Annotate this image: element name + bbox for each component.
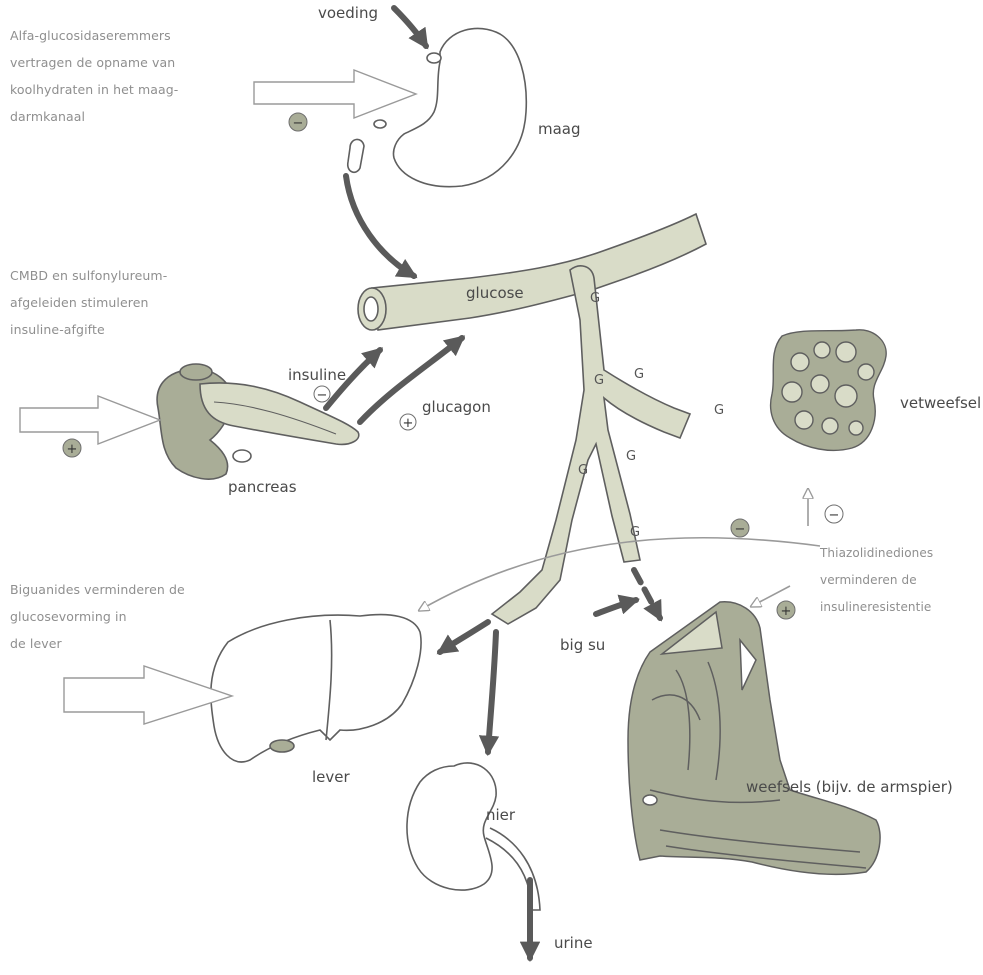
label-urine: urine: [554, 934, 593, 952]
sign-muscle-plus: +: [777, 601, 795, 619]
label-nier: nier: [486, 806, 515, 824]
liver-shape: [211, 615, 421, 762]
kidney-shape: [407, 763, 540, 910]
label-glucose: glucose: [466, 284, 524, 302]
svg-text:−: −: [735, 522, 746, 537]
note-thiazolidinediones: Thiazolidinediones verminderen de insuli…: [820, 540, 933, 621]
label-lever: lever: [312, 768, 350, 786]
note-alpha-glucosidase: Alfa-glucosidaseremmers vertragen de opn…: [10, 22, 178, 130]
sign-glucagon-plus: +: [400, 414, 416, 431]
label-maag: maag: [538, 120, 581, 138]
label-vetweefsel: vetweefsel: [900, 394, 981, 412]
label-weefsels: weefsels (bijv. de armspier): [746, 778, 953, 796]
sign-insuline-minus: −: [314, 386, 330, 403]
sign-arc-minus: −: [731, 519, 749, 537]
sign-alpha-minus: −: [289, 113, 307, 131]
g-marker-4: G: [714, 403, 724, 418]
g-marker-7: G: [630, 525, 640, 540]
label-glucagon: glucagon: [422, 398, 491, 416]
svg-text:−: −: [317, 388, 328, 403]
svg-text:−: −: [829, 508, 840, 523]
label-insuline: insuline: [288, 366, 346, 384]
g-marker-6: G: [626, 449, 636, 464]
label-voeding: voeding: [318, 4, 378, 22]
arm-muscle-shape: [628, 602, 880, 875]
label-big-su: big su: [560, 636, 605, 654]
note-cmbd-sulfonylurea: CMBD en sulfonylureum- afgeleiden stimul…: [10, 262, 167, 343]
sign-cmbd-plus: +: [63, 439, 81, 457]
label-pancreas: pancreas: [228, 478, 297, 496]
fat-tissue-shape: [771, 330, 887, 451]
note-biguanides: Biguanides verminderen de glucosevorming…: [10, 576, 185, 657]
svg-text:+: +: [67, 442, 78, 457]
g-marker-3: G: [634, 367, 644, 382]
svg-text:+: +: [781, 604, 792, 619]
svg-text:−: −: [293, 116, 304, 131]
svg-text:+: +: [403, 416, 414, 431]
g-marker-5: G: [578, 463, 588, 478]
g-marker-1: G: [590, 291, 600, 306]
g-marker-2: G: [594, 373, 604, 388]
sign-fat-minus: −: [825, 505, 843, 523]
